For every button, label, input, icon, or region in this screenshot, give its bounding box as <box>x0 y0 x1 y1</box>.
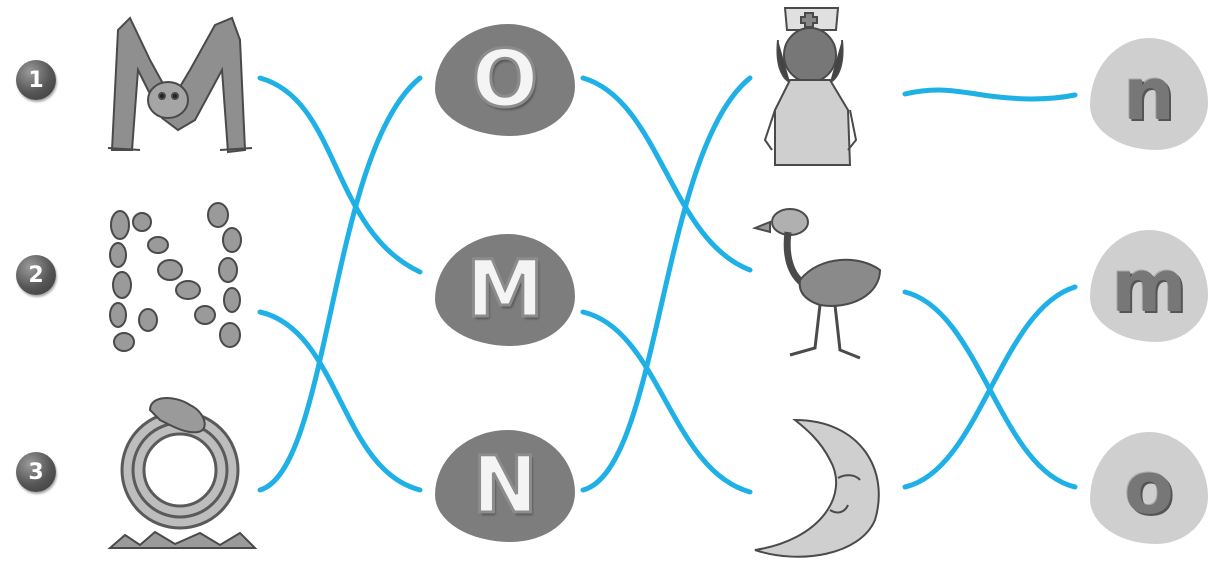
letter-label: m <box>1111 244 1187 328</box>
stone-uppercase-N[interactable]: N <box>435 430 575 542</box>
stone-uppercase-O[interactable]: O <box>435 24 575 136</box>
number-badge-1: 1 <box>16 60 56 100</box>
line-O-to-ostrich <box>580 75 753 273</box>
line-o-to-O <box>257 75 423 493</box>
stone-lowercase-o[interactable]: o <box>1090 432 1208 544</box>
letter-label: o <box>1124 446 1174 530</box>
line-moon-to-m <box>902 284 1078 490</box>
line-nurse-to-n <box>902 87 1078 102</box>
stone-uppercase-M[interactable]: M <box>435 234 575 346</box>
line-M-to-moon <box>580 309 753 495</box>
letter-label: N <box>471 440 539 533</box>
line-N-to-nurse <box>580 75 753 493</box>
letter-label: O <box>470 34 539 127</box>
stone-lowercase-n[interactable]: n <box>1090 38 1208 150</box>
letter-label: M <box>465 244 546 337</box>
letter-label: n <box>1123 52 1175 136</box>
line-n-to-N <box>257 309 423 493</box>
number-badge-2: 2 <box>16 255 56 295</box>
stone-lowercase-m[interactable]: m <box>1090 230 1208 342</box>
line-m-to-M <box>257 75 423 275</box>
number-badge-3: 3 <box>16 452 56 492</box>
